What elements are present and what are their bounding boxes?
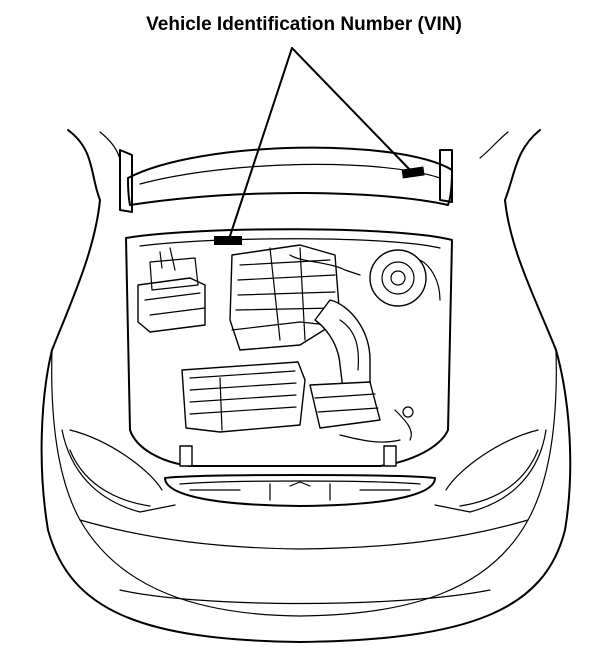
leader-line-engine <box>229 47 293 237</box>
vin-plate-marker-icon <box>214 236 242 245</box>
engine-bay <box>125 228 453 467</box>
vin-plate-marker-icon <box>401 166 425 179</box>
right-components <box>309 381 414 443</box>
vin-callout-label: Vehicle Identification Number (VIN) <box>146 14 462 35</box>
reservoir <box>369 249 441 307</box>
latch-supports <box>179 445 397 467</box>
hood-hinges <box>99 131 509 213</box>
front-bumper <box>164 474 436 507</box>
car-body-outline <box>40 129 572 643</box>
engine-block <box>229 244 361 351</box>
callout-leaders <box>229 47 413 237</box>
leader-line-windshield <box>291 47 413 173</box>
battery-box <box>137 247 206 333</box>
headlights <box>69 429 539 491</box>
air-box <box>181 361 306 433</box>
